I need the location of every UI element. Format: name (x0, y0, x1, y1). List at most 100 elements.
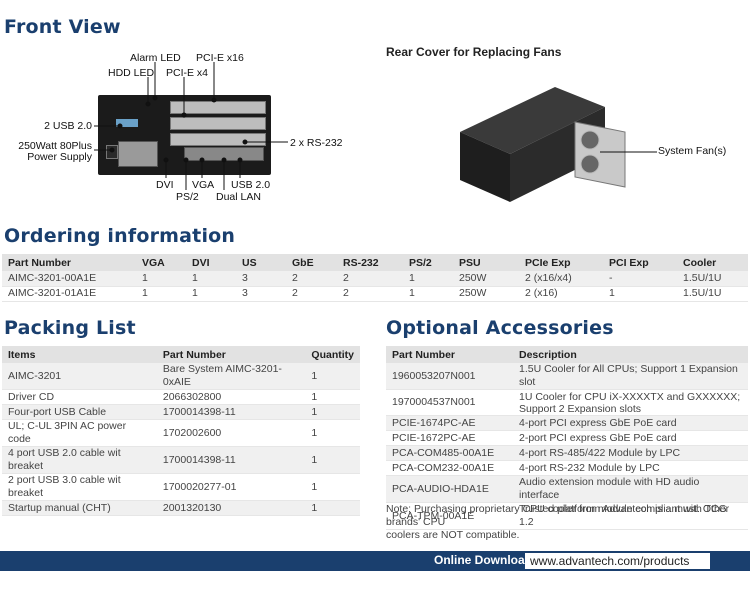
table-cell: 4-port RS-232 Module by LPC (513, 460, 748, 476)
ordering-col-us: US (236, 254, 286, 271)
table-cell: 2 (x16) (519, 286, 603, 302)
fan-leader (600, 151, 657, 153)
alarm-led-label: Alarm LED (130, 52, 181, 64)
table-cell: Four-port USB Cable (2, 404, 157, 420)
table-cell: 1 (305, 419, 360, 447)
table-cell: 4-port PCI express GbE PoE card (513, 415, 748, 431)
table-cell: 4 port USB 2.0 cable wit breaket (2, 446, 157, 474)
psu-label-line2: Power Supply (27, 151, 92, 163)
table-cell: 3 (236, 271, 286, 287)
usb-port (116, 119, 138, 127)
io-slot (170, 133, 266, 146)
table-cell: 2 (337, 271, 403, 287)
table-cell: 1 (136, 271, 186, 287)
psu-label-line1: 250Watt 80Plus (18, 140, 92, 152)
table-cell: Bare System AIMC-3201-0xAIE (156, 363, 306, 390)
table-cell: 2066302800 (156, 389, 306, 405)
table-cell: 1 (305, 404, 360, 420)
table-cell: 250W (453, 286, 519, 302)
packing-title: Packing List (4, 317, 136, 339)
online-download-url[interactable]: www.advantech.com/products (525, 553, 710, 569)
rs232-label: 2 x RS-232 (290, 137, 343, 149)
desc-line-1: 1U Cooler for CPU iX-XXXXTX and GXXXXXX; (519, 390, 741, 403)
table-cell: 1 (305, 363, 360, 390)
table-row: 1970004537N001 1U Cooler for CPU iX-XXXXT… (386, 389, 748, 416)
ordering-col-gbe: GbE (286, 254, 337, 271)
table-cell: Audio extension module with HD audio int… (513, 475, 748, 503)
ps2-label: PS/2 (176, 191, 199, 203)
table-cell: 1 (305, 500, 360, 516)
table-cell: 2 (286, 271, 337, 287)
ordering-col-part: Part Number (2, 254, 136, 271)
pcie-x4-label: PCI-E x4 (166, 67, 209, 79)
table-cell: AIMC-3201-01A1E (2, 286, 136, 302)
table-cell: 1 (603, 286, 677, 302)
table-cell: 2 (x16/x4) (519, 271, 603, 287)
usb20-label: USB 2.0 (231, 179, 271, 191)
table-cell: 1 (305, 389, 360, 405)
ordering-col-dvi: DVI (186, 254, 236, 271)
table-cell: 250W (453, 271, 519, 287)
table-cell: 1 (186, 271, 236, 287)
table-cell: AIMC-3201-00A1E (2, 271, 136, 287)
table-row: AIMC-3201-01A1E 1 1 3 2 2 1 250W 2 (x16)… (2, 286, 748, 302)
front-view-title: Front View (4, 16, 121, 38)
table-cell: - (603, 271, 677, 287)
packing-col-part: Part Number (156, 346, 306, 363)
table-cell: PCA-COM232-00A1E (386, 460, 513, 476)
table-cell: Trusted platform module compliant with T… (513, 502, 748, 530)
ordering-col-cooler: Cooler (677, 254, 748, 271)
table-cell: UL; C-UL 3PIN AC power code (2, 419, 157, 447)
desc-line-2: Support 2 Expansion slots (519, 402, 641, 415)
table-cell: 1 (403, 271, 453, 287)
usb20-2-label: 2 USB 2.0 (44, 120, 92, 132)
table-cell: PCA-TPM-00A1E (386, 502, 513, 530)
dvi-label: DVI (156, 179, 174, 191)
ordering-title: Ordering information (4, 225, 236, 247)
psu-label: 250Watt 80Plus Power Supply (2, 141, 92, 163)
table-cell: 1 (403, 286, 453, 302)
table-cell: 1.5U/1U (677, 271, 748, 287)
table-cell: Startup manual (CHT) (2, 500, 157, 516)
table-cell: PCIE-1672PC-AE (386, 430, 513, 446)
table-cell: 1.5U Cooler for All CPUs; Support 1 Expa… (513, 363, 748, 390)
table-cell: 2-port PCI express GbE PoE card (513, 430, 748, 446)
table-cell: 1.5U/1U (677, 286, 748, 302)
note-line-1: Note: Purchasing proprietary CPU cooler … (386, 503, 730, 528)
table-cell: 4-port RS-485/422 Module by LPC (513, 445, 748, 461)
table-cell: PCA-COM485-00A1E (386, 445, 513, 461)
table-cell: PCA-AUDIO-HDA1E (386, 475, 513, 503)
pcie-x16-label: PCI-E x16 (196, 52, 244, 64)
table-cell: 1970004537N001 (386, 389, 513, 416)
rear-cover-image (460, 87, 635, 202)
table-cell: 1960053207N001 (386, 363, 513, 390)
ordering-col-pcie: PCIe Exp (519, 254, 603, 271)
accessories-header-row: Part Number Description (386, 346, 748, 363)
hdd-led-label: HDD LED (108, 67, 155, 79)
table-cell: 2001320130 (156, 500, 306, 516)
accessories-note: Note: Purchasing proprietary CPU cooler … (386, 503, 748, 542)
vga-label: VGA (192, 179, 215, 191)
rear-cover-title: Rear Cover for Replacing Fans (386, 45, 562, 59)
ordering-col-psu: PSU (453, 254, 519, 271)
accessories-col-desc: Description (513, 346, 748, 363)
table-cell: 2 (286, 286, 337, 302)
accessories-title: Optional Accessories (386, 317, 614, 339)
ordering-header-row: Part Number VGA DVI US GbE RS-232 PS/2 P… (2, 254, 748, 271)
table-row: AIMC-3201-00A1E 1 1 3 2 2 1 250W 2 (x16/… (2, 271, 748, 287)
pcie-slot-1 (170, 101, 266, 114)
table-cell: 1 (186, 286, 236, 302)
system-fan-label: System Fan(s) (658, 145, 727, 157)
table-cell: 3 (236, 286, 286, 302)
packing-col-qty: Quantity (305, 346, 360, 363)
note-line-2: coolers are NOT compatible. (386, 529, 520, 541)
